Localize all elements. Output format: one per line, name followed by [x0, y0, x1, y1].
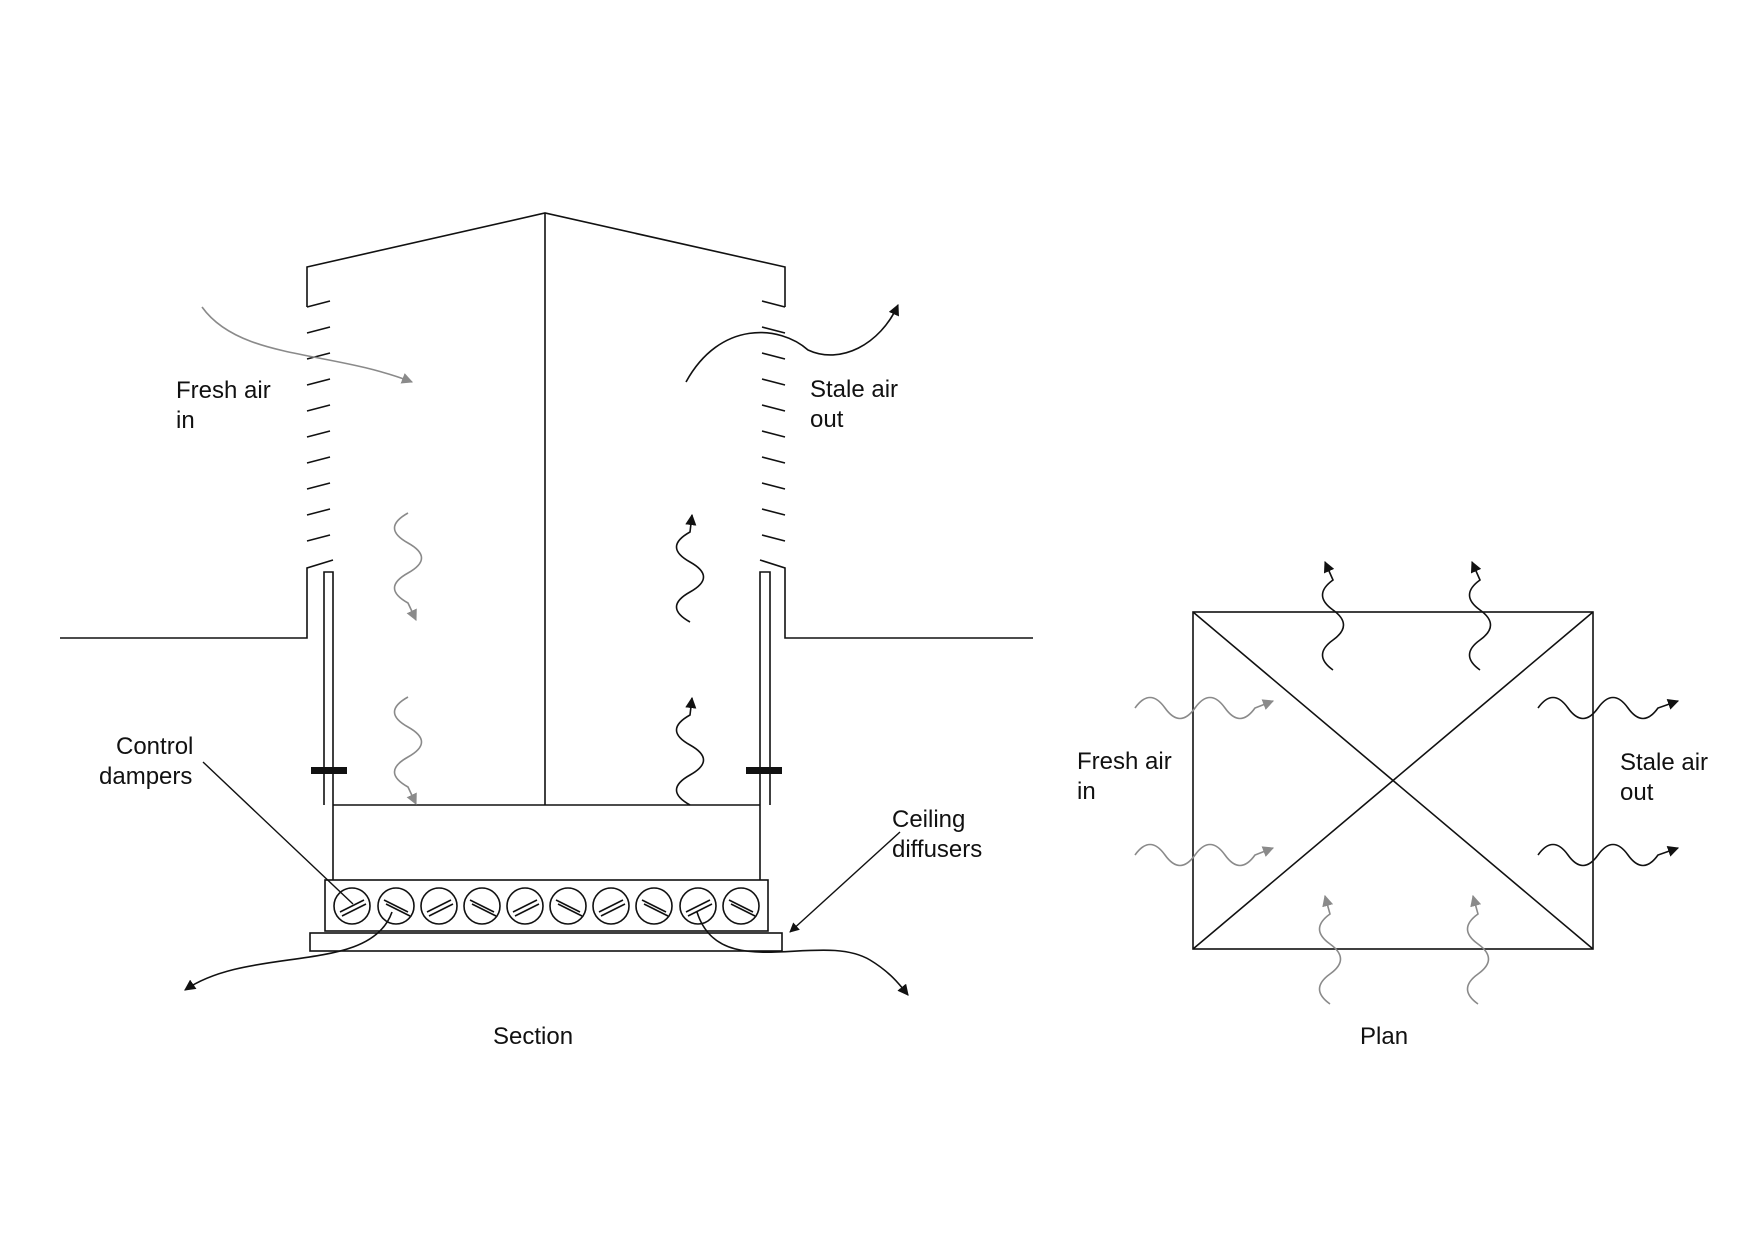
control-dampers-label: Control dampers [98, 732, 193, 792]
label-line: dampers [99, 763, 193, 790]
control-dampers-leader [202, 761, 354, 905]
tower-left-wall [60, 559, 334, 639]
shaft-right [759, 571, 771, 805]
label-line: Stale air [1620, 749, 1709, 776]
stale-air-exhaust-arrow [685, 303, 899, 383]
plan-stale-air-out-arrow [1321, 560, 1345, 671]
diffuser [549, 887, 587, 925]
diffuser [592, 887, 630, 925]
diffuser [679, 887, 717, 925]
label-line: Stale air [810, 376, 899, 403]
diffuser-box [324, 879, 769, 932]
label-line: out [1620, 779, 1654, 806]
fresh-air-down-arrow [393, 696, 423, 806]
damper-right [746, 767, 782, 774]
label-line: Fresh air [176, 377, 271, 404]
fresh-air-down-arrow [393, 512, 423, 622]
tower-right-wall [759, 559, 1033, 639]
diffuser-outflow-right-arrow [696, 911, 909, 996]
section-air-flow [184, 303, 909, 996]
ceiling-diffusers-label: Ceiling diffusers [892, 805, 982, 865]
ceiling-diffusers-leader [789, 831, 901, 933]
shaft-left [323, 571, 334, 805]
stale-air-up-arrow [675, 696, 705, 806]
section-fresh-air-label: Fresh air in [176, 376, 271, 436]
label-line: in [1077, 778, 1096, 805]
label-line: Ceiling [892, 806, 966, 833]
diffuser [722, 887, 760, 925]
plan-stale-air-label: Stale air out [1620, 748, 1708, 808]
section-stale-air-label: Stale air out [810, 375, 898, 435]
plan-fresh-air-label: Fresh air in [1077, 747, 1172, 807]
right-louvres [761, 300, 786, 542]
label-line: diffusers [892, 836, 983, 863]
plan-view [1192, 611, 1594, 950]
ceiling-plate [309, 932, 783, 952]
plan-outline [1192, 611, 1594, 950]
diffuser-row [333, 887, 760, 925]
diffuser [463, 887, 501, 925]
plan-stale-air-out-arrow [1537, 843, 1680, 867]
plan-fresh-air-in-arrow [1466, 894, 1490, 1005]
plan-diagonal [1192, 611, 1594, 950]
diffuser [377, 887, 415, 925]
label-line: out [810, 406, 844, 433]
diffuser [635, 887, 673, 925]
plan-stale-air-out-arrow [1537, 696, 1680, 720]
plan-stale-air-out-arrow [1468, 560, 1492, 671]
label-line: Fresh air [1077, 748, 1172, 775]
plan-fresh-air-in-arrow [1134, 843, 1275, 867]
plan-air-flow [1134, 560, 1680, 1005]
plan-fresh-air-in-arrow [1318, 894, 1342, 1005]
diffuser-outflow-left-arrow [184, 911, 393, 991]
left-louvres [306, 300, 331, 542]
label-line: Control [116, 733, 194, 760]
section-caption: Section [493, 1023, 574, 1050]
diffuser [420, 887, 458, 925]
damper-left [311, 767, 347, 774]
plan-fresh-air-in-arrow [1134, 696, 1275, 720]
section-view [60, 212, 1033, 952]
fresh-air-intake-arrow [201, 306, 414, 384]
diffuser [333, 887, 371, 925]
plan-caption: Plan [1360, 1023, 1409, 1050]
diffuser [506, 887, 544, 925]
label-line: in [176, 407, 195, 434]
stale-air-up-arrow [675, 513, 705, 623]
roof-cap [306, 212, 786, 307]
